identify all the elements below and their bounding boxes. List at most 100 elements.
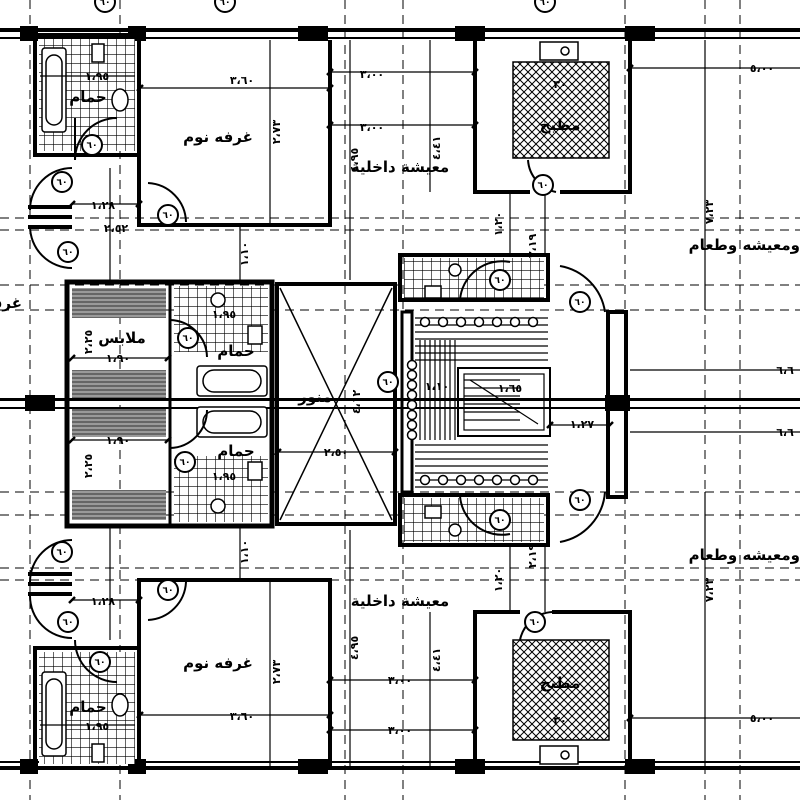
label-bathroom-bl: حمام (69, 698, 107, 716)
dim-4-12: ٤،١٢ (350, 390, 363, 415)
dim-3-00-top-b: ٣،٠٠ (360, 121, 384, 134)
label-bathroom-c1: حمام (217, 342, 255, 360)
dimension-tick (391, 448, 399, 456)
railing-circle (455, 474, 467, 486)
label-inner-living-bottom: معيشة داخلية (351, 592, 449, 610)
svg-text:٦٠: ٦٠ (540, 0, 551, 8)
label-living-dining-top: ومعيشه وطعام (689, 236, 800, 254)
svg-text:٦٠: ٦٠ (575, 496, 586, 506)
door-badge: ٦٠ (569, 489, 591, 511)
door-badge: ٦٠ (51, 171, 73, 193)
entry-doors (28, 205, 72, 596)
railing-circle (527, 316, 539, 328)
dimension-tick (326, 68, 334, 76)
dim-3-0-kitchen-bottom: ٣٠ (553, 714, 566, 727)
dimension-tick (68, 596, 76, 604)
dimension-tick (164, 436, 172, 444)
partitions (33, 33, 632, 770)
svg-text:٦٠: ٦٠ (87, 141, 98, 151)
dim-4-41-bottom: ٤،٤١ (430, 648, 443, 672)
label-light-well: منور (297, 388, 331, 406)
dimension-tick (135, 596, 143, 604)
svg-text:٦٠: ٦٠ (495, 516, 506, 526)
dim-2-25-b: ٢،٢٥ (82, 454, 95, 479)
dimension-tick (68, 200, 76, 208)
door-badge: ٦٠ (377, 371, 399, 393)
dim-1-20-top: ١،٢٠ (492, 212, 505, 236)
railing-circle (509, 474, 521, 486)
railing-circle (406, 409, 418, 421)
dim-3-00-bottom-a: ٣،٠٠ (388, 674, 412, 687)
railing-circle (406, 419, 418, 431)
dim-1-27: ١،٢٧ (570, 418, 595, 431)
dim-3-0-kitchen-top: ٣٠ (553, 78, 566, 91)
dim-1-95-c2: ١،٩٥ (212, 470, 237, 483)
svg-text:٦٠: ٦٠ (100, 0, 111, 8)
dimension-tick (626, 64, 634, 72)
dimension-tick (136, 711, 144, 719)
door-badge: ٦٠ (57, 611, 79, 633)
dim-3-00-top-a: ٣،٠٠ (360, 68, 384, 81)
svg-text:٦٠: ٦٠ (163, 586, 174, 596)
svg-text:٦٠: ٦٠ (95, 658, 106, 668)
dimension-tick (326, 726, 334, 734)
railing-circle (437, 316, 449, 328)
label-bedroom-top: غرفه نوم (183, 128, 253, 146)
dim-1-28-top: ١،٢٨ (91, 199, 116, 212)
railing-circle (406, 369, 418, 381)
svg-text:٦٠: ٦٠ (63, 248, 74, 258)
svg-text:٦٠: ٦٠ (495, 276, 506, 286)
railing-circle (437, 474, 449, 486)
svg-text:٦٠: ٦٠ (63, 618, 74, 628)
dimension-tick (274, 448, 282, 456)
railing-circle (406, 389, 418, 401)
svg-text:٦٠: ٦٠ (163, 211, 174, 221)
label-kitchen-bottom: مطبخ (540, 674, 581, 692)
dim-1-90-b: ١،٩٠ (106, 434, 130, 447)
dimension-tick (471, 68, 479, 76)
dim-1-90-a: ١،٩٠ (106, 352, 130, 365)
door-badge: ٦٠ (489, 509, 511, 531)
dim-3-00-bottom-b: ٣،٠٠ (388, 724, 412, 737)
label-bathroom-c2: حمام (217, 442, 255, 460)
door-badge: ٦٠ (89, 651, 111, 673)
railing-circle (419, 474, 431, 486)
dim-2-19-bottom: ٢،١٩ (526, 544, 539, 569)
railing-circle (491, 474, 503, 486)
dim-5-00-top: ٥،٠٠ (750, 62, 774, 75)
door-badge: ٦٠ (94, 0, 116, 13)
railing-circle (491, 316, 503, 328)
label-living-dining-bottom: ومعيشه وطعام (689, 546, 800, 564)
dim-1-28-bottom: ١،٢٨ (91, 595, 116, 608)
label-bedroom-bottom: غرفه نوم (183, 654, 253, 672)
room-labels: غرفه نوم غرفه نوم حمام حمام حمام حمام مط… (0, 88, 800, 716)
door-badge: ٦٠ (214, 0, 236, 13)
svg-text:٦٠: ٦٠ (575, 298, 586, 308)
dim-4-95-bottom: ٤،٩٥ (348, 636, 361, 661)
dim-2-50: ٢،٥٠ (324, 446, 348, 459)
dim-2-73-bottom: ٢،٧٣ (270, 660, 283, 685)
svg-text:٦٠: ٦٠ (183, 334, 194, 344)
dim-2-73-top: ٢،٧٣ (270, 120, 283, 145)
dimension-lines (40, 40, 800, 768)
door-badge: ٦٠ (157, 204, 179, 226)
dim-4-41-top: ٤،٤١ (430, 136, 443, 160)
dim-3-60-bottom: ٣،٦٠ (230, 710, 254, 723)
dimension-tick (326, 84, 334, 92)
dimension-tick (326, 711, 334, 719)
svg-text:٦٠: ٦٠ (383, 378, 394, 388)
dim-6-6-b: ٦،٦ (776, 426, 794, 439)
dimension-tick (164, 354, 172, 362)
dim-6-6-a: ٦،٦ (776, 364, 794, 377)
dimension-tick (326, 676, 334, 684)
dim-5-00-bottom: ٥،٠٠ (750, 712, 774, 725)
door-swings (29, 117, 606, 683)
dim-2-25-a: ٢،٢٥ (82, 330, 95, 355)
label-dressing: ملابس (98, 329, 146, 347)
dim-7-23-bottom: ٧،٢٣ (703, 578, 716, 603)
fixtures (41, 41, 579, 765)
railing-circle (406, 399, 418, 411)
door-badge: ٦٠ (534, 0, 556, 13)
dim-2-19-top: ٢،١٩ (526, 234, 539, 259)
dim-1-10-stair: ١،١٠ (425, 380, 449, 393)
